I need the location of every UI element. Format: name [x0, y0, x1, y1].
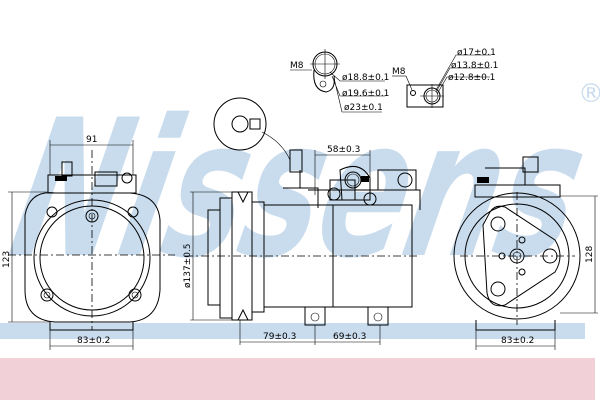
connector-detail-circle [213, 97, 267, 151]
dim-pulley-diameter: ø137±0.5 [183, 243, 193, 288]
dim-port-spacing: 58±0.3 [327, 145, 360, 155]
watermark-band [0, 323, 585, 339]
fitting-2-d2: ø13.8±0.1 [451, 61, 498, 71]
nissens-watermark-logo: Nissens ® [0, 79, 600, 300]
dim-rear-mount-width: 83±0.2 [501, 336, 534, 346]
fitting-2-d1: ø17±0.1 [457, 48, 496, 58]
dim-rear-height: 128 [585, 246, 595, 263]
fitting-1-d2: ø19.6±0.1 [342, 89, 389, 99]
dim-pulley-to-mount: 79±0.3 [263, 332, 296, 342]
fitting-2-detail: M8 ø17±0.1 ø13.8±0.1 ø12.8±0.1 [392, 48, 498, 108]
rear-view: 128 83±0.2 [453, 156, 598, 350]
front-view: 91 123 83±0.2 [2, 135, 175, 350]
registered-mark: ® [578, 79, 600, 109]
svg-text:Nissens: Nissens [0, 80, 600, 301]
dim-front-mount-width: 83±0.2 [77, 336, 110, 346]
fitting-1-d3: ø23±0.1 [344, 103, 383, 113]
fitting-1-d1: ø18.8±0.1 [342, 73, 389, 83]
fitting-1-detail: M8 ø18.8±0.1 ø19.6±0.1 ø23±0.1 [290, 49, 389, 113]
fitting-2-d3: ø12.8±0.1 [448, 73, 495, 83]
fitting-1-thread: M8 [290, 61, 304, 71]
dim-mount-spacing: 69±0.3 [333, 332, 366, 342]
bottom-band [0, 358, 595, 400]
dim-front-height: 123 [2, 251, 12, 268]
dim-front-width: 91 [86, 135, 97, 145]
side-view: ø137±0.5 58±0.3 79±0.3 69±0.3 [183, 97, 421, 345]
fitting-2-thread: M8 [392, 67, 406, 77]
